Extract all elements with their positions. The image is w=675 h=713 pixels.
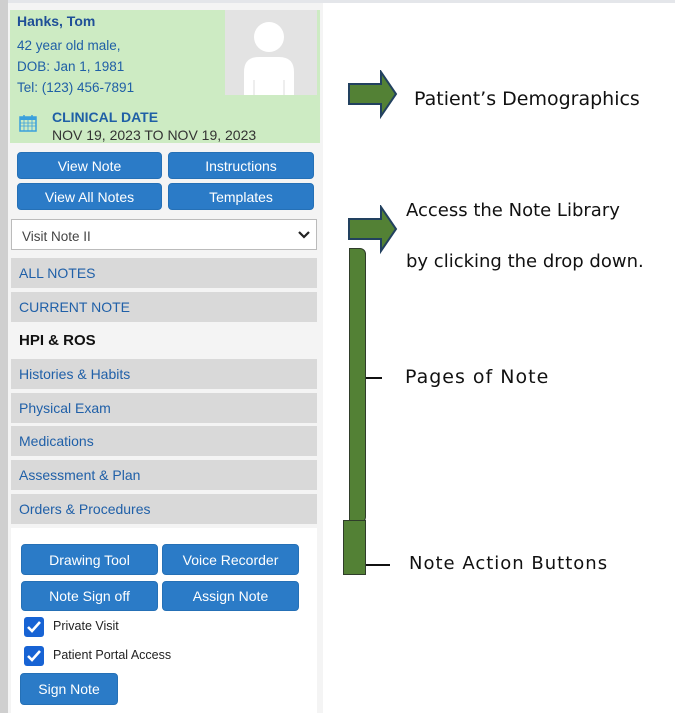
clinical-date-label: CLINICAL DATE [52, 109, 159, 125]
check-icon [27, 621, 41, 633]
nav-orders-procedures[interactable]: Orders & Procedures [11, 494, 317, 524]
view-all-notes-button[interactable]: View All Notes [17, 183, 162, 210]
patient-portal-access-checkbox[interactable] [24, 646, 44, 666]
pages-bracket [349, 248, 366, 523]
patient-phone: Tel: (123) 456-7891 [17, 80, 135, 95]
sign-note-button[interactable]: Sign Note [20, 673, 118, 705]
assign-note-button[interactable]: Assign Note [162, 581, 299, 611]
voice-recorder-button[interactable]: Voice Recorder [162, 544, 299, 575]
note-library-select[interactable]: Visit Note II [11, 219, 317, 250]
annotation-demographics: Patient’s Demographics [414, 88, 640, 110]
nav-physical-exam[interactable]: Physical Exam [11, 393, 317, 423]
pages-bracket-tick [366, 377, 382, 379]
note-select-value: Visit Note II [22, 229, 91, 244]
actions-bracket [343, 520, 366, 575]
nav-assessment-plan[interactable]: Assessment & Plan [11, 460, 317, 490]
patient-avatar [225, 10, 317, 95]
chevron-down-icon [298, 231, 310, 239]
instructions-button[interactable]: Instructions [168, 152, 314, 179]
templates-button[interactable]: Templates [168, 183, 314, 210]
view-note-button[interactable]: View Note [17, 152, 162, 179]
private-visit-label: Private Visit [53, 619, 119, 633]
annotation-library-line2: by clicking the drop down. [406, 251, 644, 272]
check-icon [27, 650, 41, 662]
patient-dob: DOB: Jan 1, 1981 [17, 59, 125, 74]
patient-age-sex: 42 year old male, [17, 38, 121, 53]
patient-name[interactable]: Hanks, Tom [17, 13, 96, 29]
nav-current-note[interactable]: CURRENT NOTE [11, 292, 317, 322]
actions-bracket-tick [366, 564, 390, 566]
private-visit-checkbox[interactable] [24, 617, 44, 637]
nav-hpi-ros[interactable]: HPI & ROS [11, 325, 317, 355]
arrow-right-icon [348, 70, 398, 120]
top-border [0, 0, 675, 3]
nav-histories-habits[interactable]: Histories & Habits [11, 359, 317, 389]
left-scroll-strip [0, 0, 8, 713]
nav-medications[interactable]: Medications [11, 426, 317, 456]
patient-portal-access-label: Patient Portal Access [53, 648, 172, 662]
clinical-date-range: NOV 19, 2023 TO NOV 19, 2023 [52, 127, 257, 143]
nav-all-notes[interactable]: ALL NOTES [11, 258, 317, 288]
annotation-actions: Note Action Buttons [409, 553, 609, 574]
note-sign-off-button[interactable]: Note Sign off [21, 581, 158, 611]
calendar-icon [19, 114, 37, 132]
annotation-pages: Pages of Note [405, 366, 550, 388]
arrow-right-icon [348, 205, 398, 255]
drawing-tool-button[interactable]: Drawing Tool [21, 544, 158, 575]
annotation-library-line1: Access the Note Library [406, 200, 620, 221]
